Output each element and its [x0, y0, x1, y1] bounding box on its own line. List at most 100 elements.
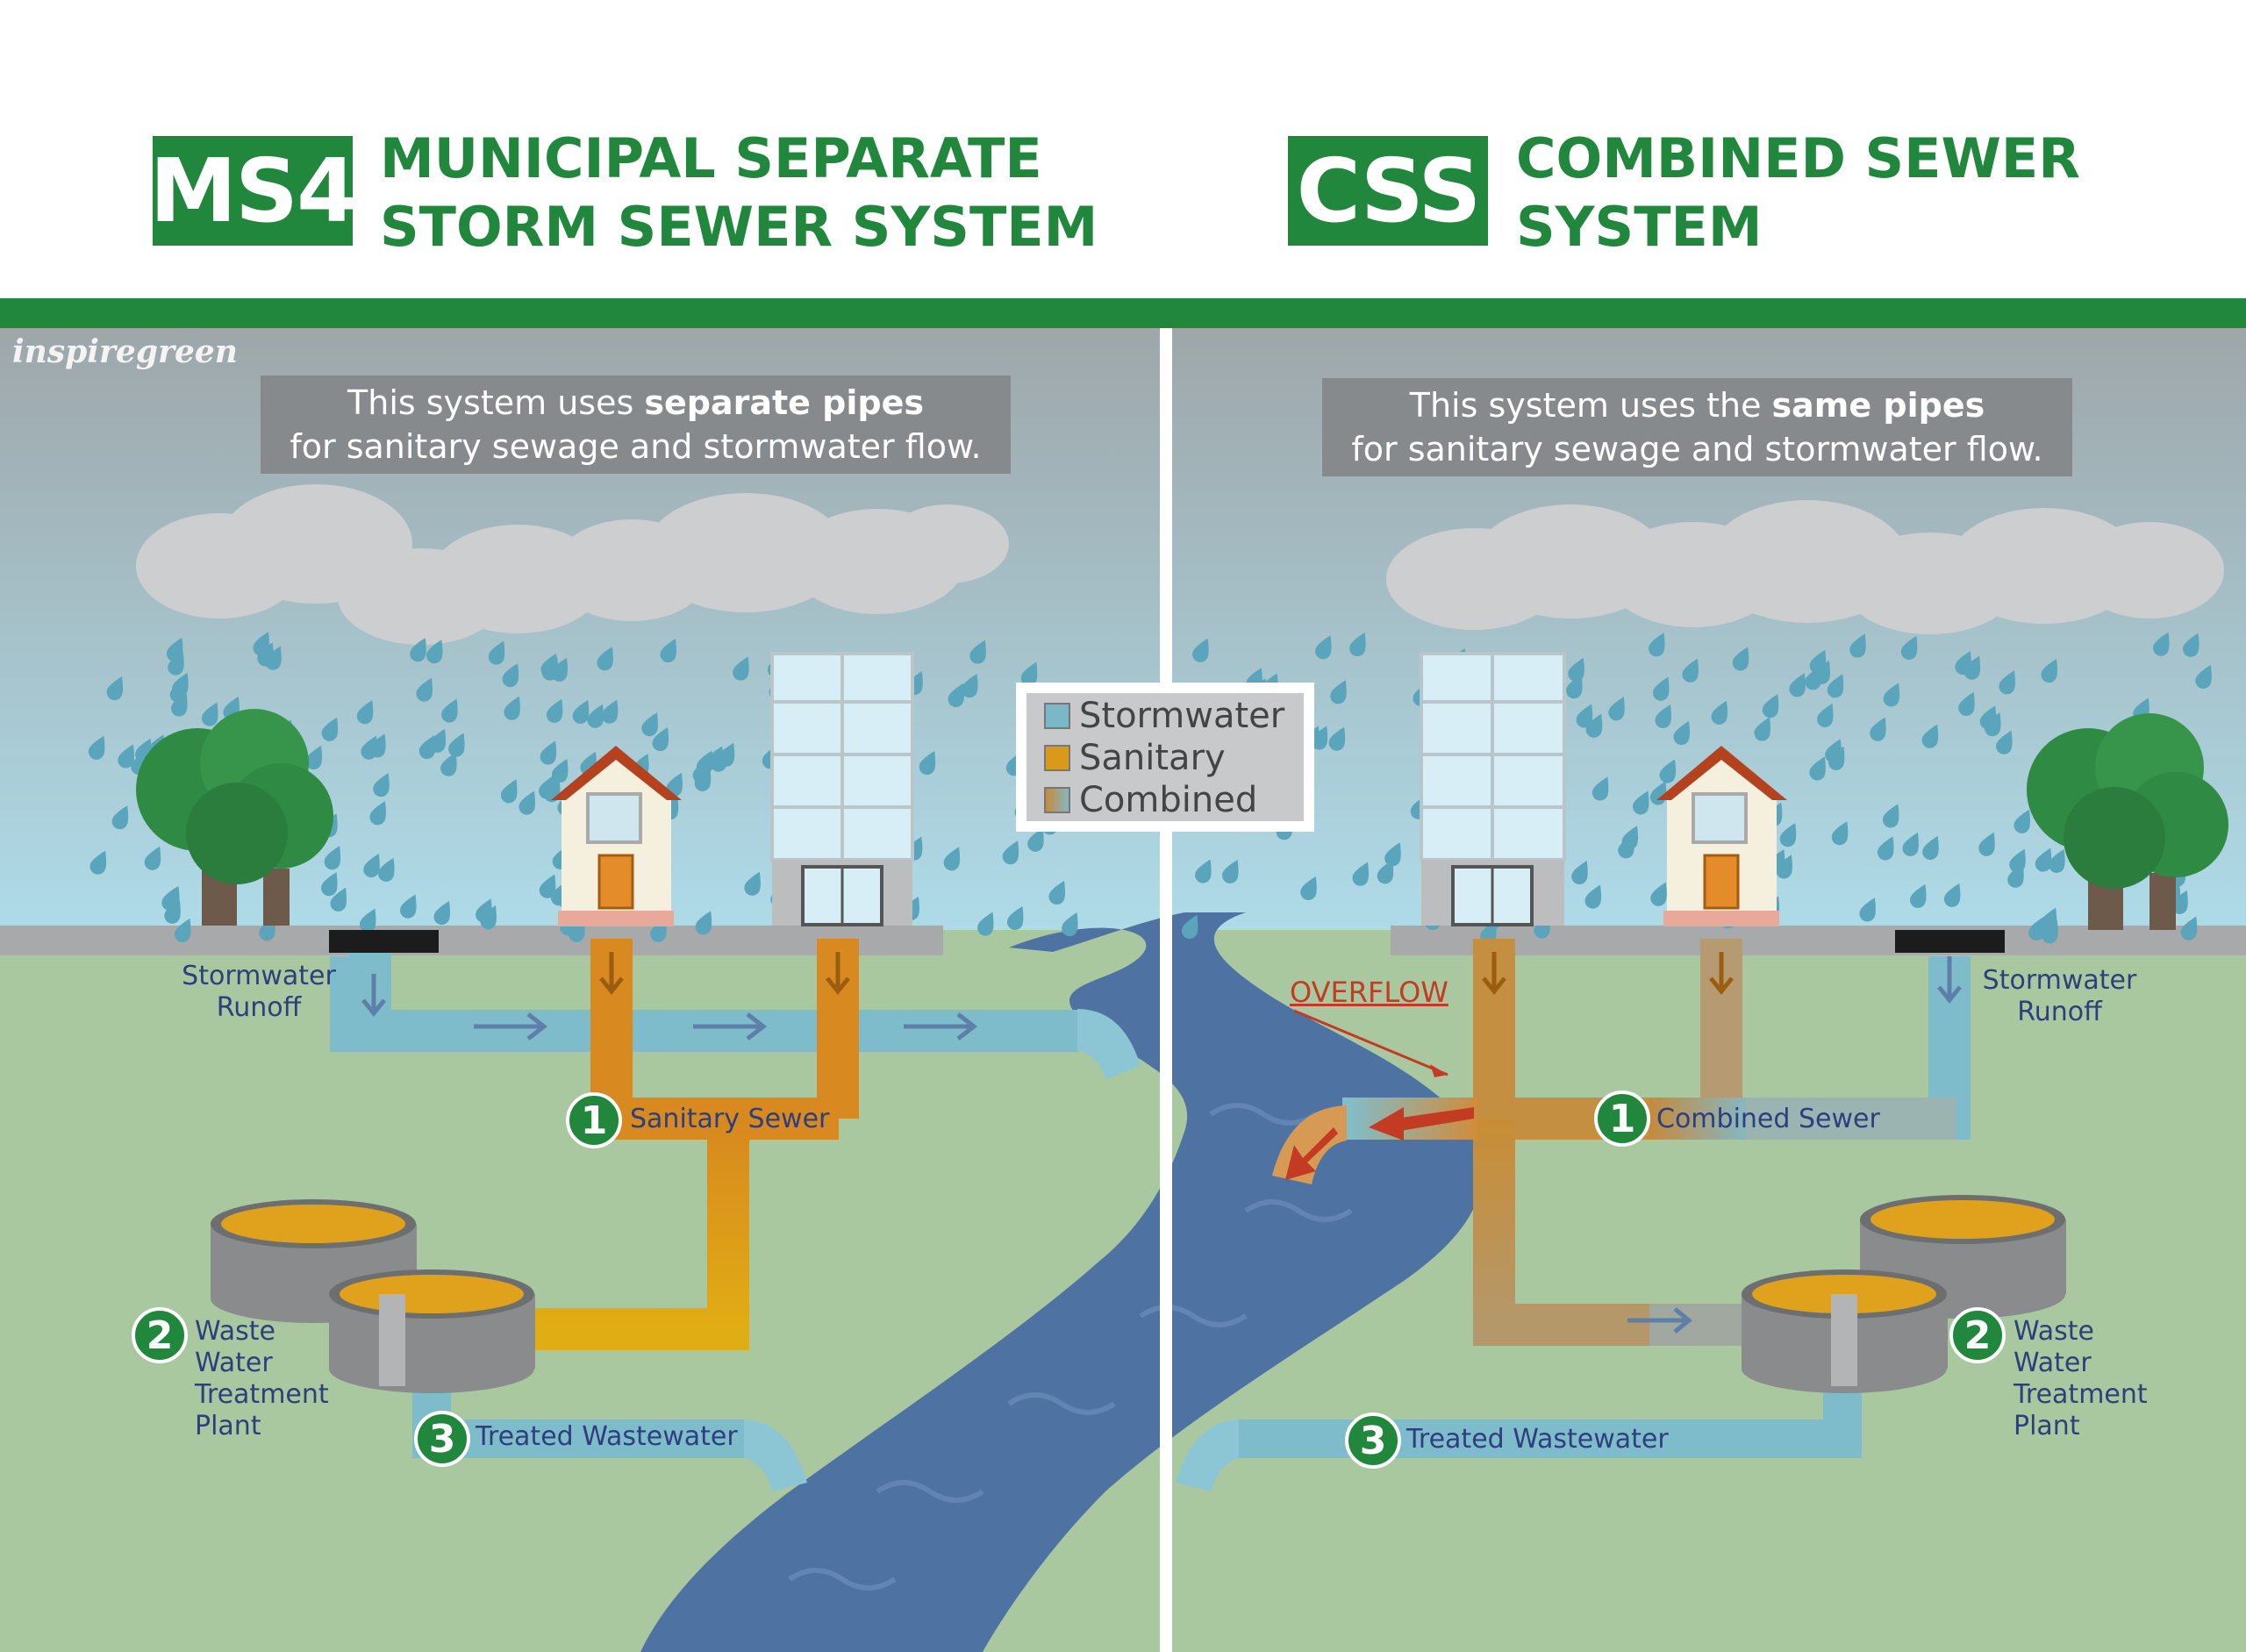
raindrop — [118, 744, 134, 769]
raindrop — [1754, 717, 1770, 741]
raindrop — [1633, 790, 1649, 815]
raindrop — [504, 696, 520, 720]
raindrop — [718, 742, 735, 767]
flow-arrows-storm — [361, 956, 1962, 1334]
raindrop — [1062, 912, 1078, 937]
raindrop — [1922, 835, 1939, 860]
raindrop — [88, 735, 105, 760]
raindrop — [1618, 834, 1634, 859]
raindrop — [733, 656, 749, 681]
clouds-left — [136, 484, 1009, 645]
ms4-title: MUNICIPAL SEPARATE STORM SEWER SYSTEM — [380, 125, 1098, 261]
storm-grate-right — [1895, 930, 2005, 953]
raindrop — [1384, 842, 1401, 867]
step-2-right-badge: 2 — [1949, 1307, 2006, 1363]
storm-grate-left — [329, 930, 439, 953]
raindrop — [1330, 680, 1347, 704]
raindrop — [1652, 676, 1670, 701]
raindrop — [1195, 859, 1212, 883]
raindrop — [144, 846, 161, 870]
raindrop — [1576, 704, 1593, 728]
raindrop — [1181, 914, 1198, 939]
raindrop — [369, 733, 386, 758]
ms4-title-line1: MUNICIPAL SEPARATE — [380, 126, 1042, 190]
raindrop — [2049, 848, 2065, 873]
raindrop — [2041, 659, 2057, 683]
raindrop — [1328, 726, 1346, 751]
raindrop — [948, 683, 965, 707]
raindrop — [175, 918, 191, 942]
raindrop — [1711, 700, 1728, 725]
flow-arrows-sanitary — [599, 952, 1734, 996]
tree-left — [136, 709, 333, 926]
overflow-red-arrow-head — [1369, 1107, 1404, 1141]
raindrop — [539, 775, 555, 799]
raindrop — [519, 790, 535, 815]
raindrop — [1002, 840, 1019, 865]
step-3-right-badge: 3 — [1345, 1412, 1401, 1469]
raindrop — [1831, 821, 1849, 846]
overflow-pointer-line — [1293, 1009, 1448, 1076]
raindrop — [1222, 859, 1239, 883]
callout-right: This system uses the same pipes for sani… — [1322, 378, 2072, 476]
legend-panel: Stormwater Sanitary Combined — [1026, 693, 1304, 821]
raindrop — [1566, 675, 1583, 699]
legend-label-sanitary: Sanitary — [1079, 738, 1226, 778]
raindrop — [1732, 647, 1749, 671]
raindrop — [171, 692, 188, 717]
raindrop — [1673, 720, 1690, 746]
raindrop — [1828, 746, 1845, 770]
stormwater-runoff-right-label: Stormwater Runoff — [1982, 965, 2137, 1027]
raindrop — [1883, 683, 1900, 707]
raindrop — [1649, 633, 1665, 657]
raindrop — [448, 733, 465, 757]
raindrop — [1978, 832, 1995, 856]
outfall-left — [1077, 1009, 1141, 1079]
raindrop — [89, 850, 107, 875]
raindrop — [1878, 836, 1894, 861]
step-1-right-badge: 1 — [1594, 1091, 1650, 1147]
river-wave — [1139, 1305, 1248, 1327]
raindrop — [111, 805, 129, 830]
raindrop — [488, 640, 505, 665]
green-divider-bar — [0, 298, 2246, 328]
outfall-left-2 — [744, 1420, 807, 1491]
callout-right-line2: for sanitary sewage and stormwater flow. — [1351, 430, 2043, 468]
raindrop — [1480, 920, 1497, 945]
raindrop — [1900, 635, 1918, 660]
raindrop — [1805, 666, 1821, 690]
raindrop — [977, 912, 994, 936]
raindrop — [1006, 905, 1024, 930]
raindrop — [426, 640, 443, 664]
css-title-line1: COMBINED SEWER — [1516, 126, 2081, 190]
raindrop — [161, 886, 178, 911]
raindrop — [1192, 638, 1209, 662]
house-right — [1656, 746, 1787, 926]
stormwater-runoff-left-label: Stormwater Runoff — [182, 961, 336, 1023]
raindrop — [597, 647, 613, 671]
raindrop — [1020, 662, 1038, 686]
raindrop — [1859, 898, 1876, 922]
raindrop — [1048, 880, 1065, 905]
raindrop — [1584, 884, 1602, 909]
raindrop — [919, 750, 936, 776]
overflow-pointer-head — [1430, 1064, 1448, 1077]
raindrop — [363, 853, 380, 878]
step-2-left-badge: 2 — [132, 1307, 188, 1363]
raindrop — [410, 638, 426, 662]
header: MS4 MUNICIPAL SEPARATE STORM SEWER SYSTE… — [0, 0, 2246, 298]
raindrop — [321, 872, 338, 897]
treated-pipe-right — [1237, 1377, 1862, 1458]
raindrop — [1585, 713, 1603, 738]
raindrop — [1352, 862, 1369, 886]
raindrop — [1985, 712, 2001, 737]
legend-swatch-combined — [1044, 787, 1070, 813]
raindrop — [1608, 697, 1625, 721]
combined-pipe-right-joint-2 — [1746, 1098, 1956, 1140]
river-wave — [876, 1480, 984, 1503]
raindrop — [1902, 832, 1919, 856]
raindrop — [476, 898, 492, 923]
outfall-right-2 — [1176, 1420, 1239, 1491]
raindrop — [1958, 691, 1975, 717]
raindrop — [1315, 635, 1332, 660]
